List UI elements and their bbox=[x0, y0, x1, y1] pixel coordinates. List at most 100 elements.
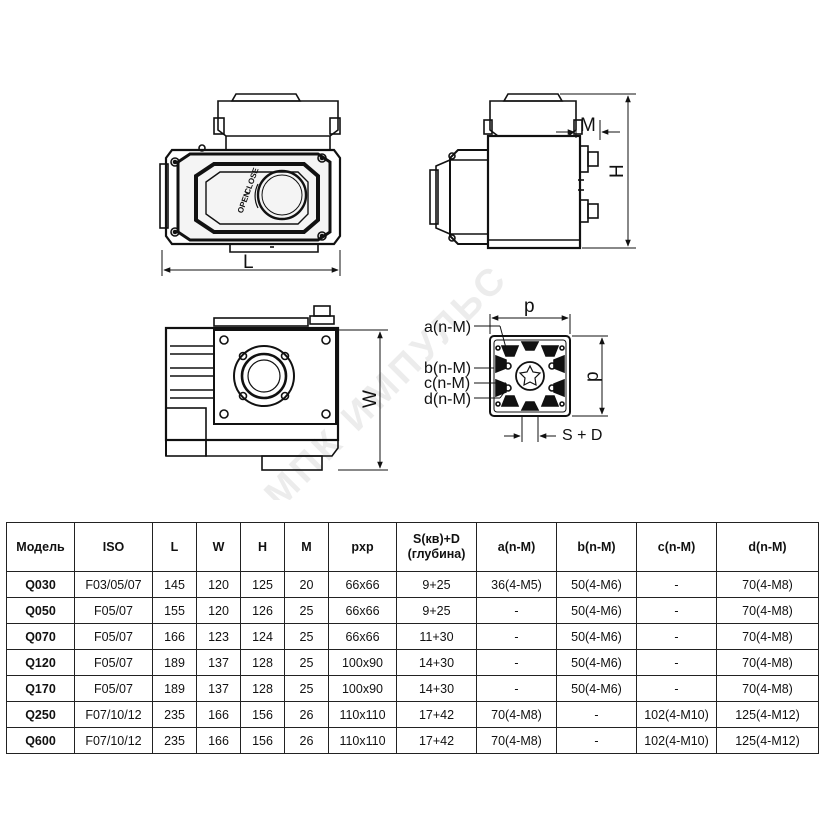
table-header-cell: c(n-M) bbox=[636, 522, 717, 572]
table-cell: 14+30 bbox=[396, 675, 477, 702]
table-cell: 70(4-M8) bbox=[716, 649, 819, 676]
table-cell: - bbox=[476, 675, 557, 702]
dim-label-H: H bbox=[607, 164, 628, 178]
table-cell: - bbox=[636, 597, 717, 624]
label-d: d(n-M) bbox=[424, 391, 471, 408]
table-header-cell: Модель bbox=[6, 522, 75, 572]
table-cell: 50(4-M6) bbox=[556, 675, 637, 702]
table-cell: - bbox=[556, 701, 637, 728]
table-cell: 36(4-M5) bbox=[476, 571, 557, 598]
table-cell: 125(4-M12) bbox=[716, 701, 819, 728]
table-cell: - bbox=[636, 571, 717, 598]
model-cell: Q120 bbox=[6, 649, 75, 676]
table-cell: 126 bbox=[240, 597, 285, 624]
table-cell: - bbox=[636, 623, 717, 650]
table-cell: - bbox=[636, 675, 717, 702]
table-cell: 166 bbox=[196, 727, 241, 754]
side-view-drawing bbox=[429, 93, 636, 250]
table-cell: - bbox=[476, 597, 557, 624]
table-cell: F05/07 bbox=[74, 675, 153, 702]
table-cell: 25 bbox=[284, 623, 329, 650]
dim-label-M: M bbox=[580, 115, 596, 136]
label-a: a(n-M) bbox=[424, 319, 471, 336]
table-cell: F05/07 bbox=[74, 597, 153, 624]
dim-label-L: L bbox=[243, 252, 254, 273]
table-cell: 17+42 bbox=[396, 701, 477, 728]
table-header-cell: M bbox=[284, 522, 329, 572]
table-header-cell: S(кв)+D(глубина) bbox=[396, 522, 477, 572]
table-header-cell: W bbox=[196, 522, 241, 572]
table-cell: 50(4-M6) bbox=[556, 649, 637, 676]
table-cell: - bbox=[476, 623, 557, 650]
table-cell: 70(4-M8) bbox=[476, 701, 557, 728]
table-cell: 66x66 bbox=[328, 571, 397, 598]
table-header-cell: L bbox=[152, 522, 197, 572]
table-cell: 50(4-M6) bbox=[556, 597, 637, 624]
table-header-cell: pxp bbox=[328, 522, 397, 572]
table-cell: 25 bbox=[284, 597, 329, 624]
table-header-cell: ISO bbox=[74, 522, 153, 572]
flange-view-drawing bbox=[474, 314, 608, 442]
table-cell: 120 bbox=[196, 597, 241, 624]
model-cell: Q070 bbox=[6, 623, 75, 650]
top-view-drawing bbox=[164, 305, 388, 471]
table-cell: 14+30 bbox=[396, 649, 477, 676]
table-header-cell: H bbox=[240, 522, 285, 572]
table-cell: 156 bbox=[240, 701, 285, 728]
table-cell: F07/10/12 bbox=[74, 727, 153, 754]
table-cell: 50(4-M6) bbox=[556, 571, 637, 598]
table-cell: 124 bbox=[240, 623, 285, 650]
table-cell: 120 bbox=[196, 571, 241, 598]
table-cell: 9+25 bbox=[396, 571, 477, 598]
table-cell: 110x110 bbox=[328, 727, 397, 754]
table-cell: F07/10/12 bbox=[74, 701, 153, 728]
table-cell: 145 bbox=[152, 571, 197, 598]
table-cell: 26 bbox=[284, 727, 329, 754]
model-cell: Q170 bbox=[6, 675, 75, 702]
front-view-drawing bbox=[159, 93, 342, 276]
table-cell: 155 bbox=[152, 597, 197, 624]
table-cell: 70(4-M8) bbox=[476, 727, 557, 754]
table-cell: 102(4-M10) bbox=[636, 727, 717, 754]
table-cell: 25 bbox=[284, 675, 329, 702]
table-cell: 9+25 bbox=[396, 597, 477, 624]
table-cell: F05/07 bbox=[74, 623, 153, 650]
table-cell: 66x66 bbox=[328, 597, 397, 624]
table-cell: 66x66 bbox=[328, 623, 397, 650]
table-cell: 100x90 bbox=[328, 649, 397, 676]
table-cell: - bbox=[556, 727, 637, 754]
table-cell: 235 bbox=[152, 727, 197, 754]
table-cell: 156 bbox=[240, 727, 285, 754]
table-cell: F03/05/07 bbox=[74, 571, 153, 598]
table-header-cell: d(n-M) bbox=[716, 522, 819, 572]
table-cell: 128 bbox=[240, 649, 285, 676]
dim-label-W: W bbox=[360, 390, 381, 408]
table-cell: 123 bbox=[196, 623, 241, 650]
model-cell: Q030 bbox=[6, 571, 75, 598]
dim-label-p-side: p bbox=[582, 371, 603, 382]
table-cell: 70(4-M8) bbox=[716, 675, 819, 702]
table-cell: 110x110 bbox=[328, 701, 397, 728]
table-cell: 100x90 bbox=[328, 675, 397, 702]
technical-drawings: МПК ИМПУЛЬС OPEN CLOSE bbox=[159, 93, 636, 500]
table-cell: 102(4-M10) bbox=[636, 701, 717, 728]
model-cell: Q250 bbox=[6, 701, 75, 728]
table-cell: 125 bbox=[240, 571, 285, 598]
table-cell: 189 bbox=[152, 675, 197, 702]
table-cell: 26 bbox=[284, 701, 329, 728]
table-cell: 25 bbox=[284, 649, 329, 676]
table-cell: - bbox=[476, 649, 557, 676]
table-cell: 70(4-M8) bbox=[716, 597, 819, 624]
table-cell: 189 bbox=[152, 649, 197, 676]
table-cell: 125(4-M12) bbox=[716, 727, 819, 754]
dim-label-sd: S + D bbox=[562, 427, 602, 444]
